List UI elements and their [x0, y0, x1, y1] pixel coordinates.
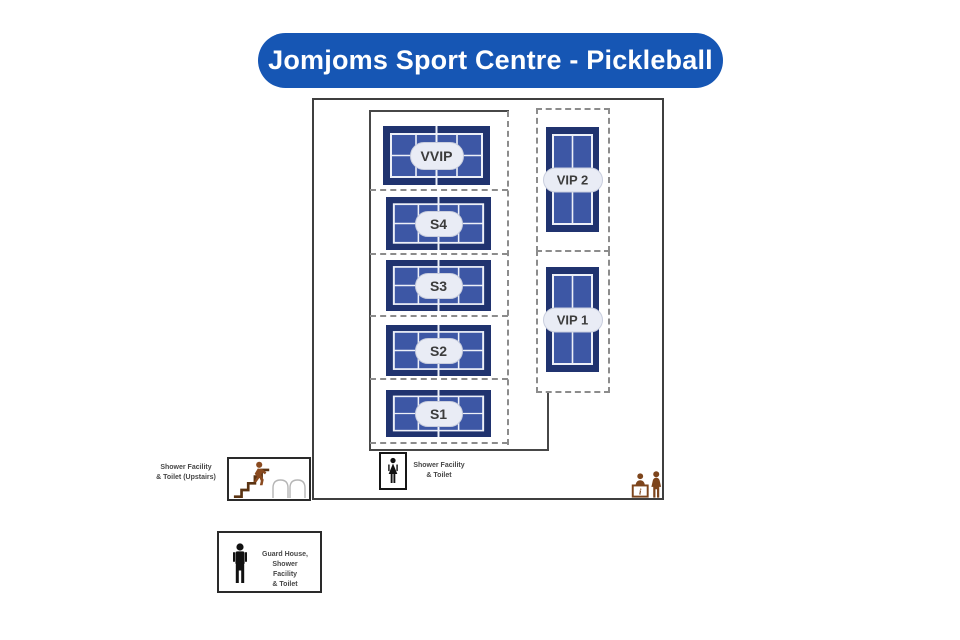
hall-wall-top [369, 110, 509, 112]
vip1-zone-boundary [536, 250, 610, 393]
stairs-facility-label: Shower Facility & Toilet (Upstairs) [156, 464, 216, 482]
court-s1: S1 [386, 390, 491, 437]
stairs-up-person-icon [233, 461, 270, 499]
facility-outer-boundary [312, 98, 664, 500]
information-desk-icon: i [631, 471, 662, 498]
hall-wall-right-segment [547, 393, 549, 450]
zone-divider-4 [370, 378, 508, 380]
court-vip1: VIP 1 [542, 267, 603, 372]
court-label-s2: S2 [414, 337, 463, 364]
page-title: Jomjoms Sport Centre - Pickleball [268, 45, 713, 75]
zone-divider-1 [370, 189, 508, 191]
court-s4: S4 [386, 197, 491, 250]
woman-restroom-icon [388, 457, 398, 483]
shower-facility-label: Shower Facility & Toilet [413, 462, 465, 480]
hall-wall-left [369, 110, 371, 451]
svg-text:i: i [639, 487, 642, 497]
court-label-vvip: VVIP [409, 141, 464, 170]
pickleball-court-icon [386, 260, 491, 311]
title-banner: Jomjoms Sport Centre - Pickleball [258, 33, 723, 88]
arch-decoration-icon [272, 479, 306, 498]
shower-facility-box [379, 452, 407, 490]
court-s3: S3 [386, 260, 491, 311]
zone-divider-3 [370, 315, 508, 317]
guard-house-label: Guard House, Shower Facility & Toilet [262, 551, 308, 589]
court-label-vip1: VIP 1 [542, 307, 603, 332]
man-restroom-icon [233, 543, 247, 583]
court-vip2: VIP 2 [542, 127, 603, 232]
zone-divider-2 [370, 253, 508, 255]
hall-wall-bottom [369, 449, 549, 451]
court-label-vip2: VIP 2 [542, 167, 603, 192]
court-label-s4: S4 [414, 210, 463, 237]
court-label-s1: S1 [414, 400, 463, 427]
court-s2: S2 [386, 325, 491, 376]
court-vvip: VVIP [383, 126, 490, 185]
stairs-facility-box [227, 457, 311, 501]
zone-divider-5 [370, 442, 508, 444]
guard-house-box: Guard House, Shower Facility & Toilet [217, 531, 322, 593]
corridor-dashed-line [507, 111, 509, 445]
court-label-s3: S3 [414, 272, 463, 299]
